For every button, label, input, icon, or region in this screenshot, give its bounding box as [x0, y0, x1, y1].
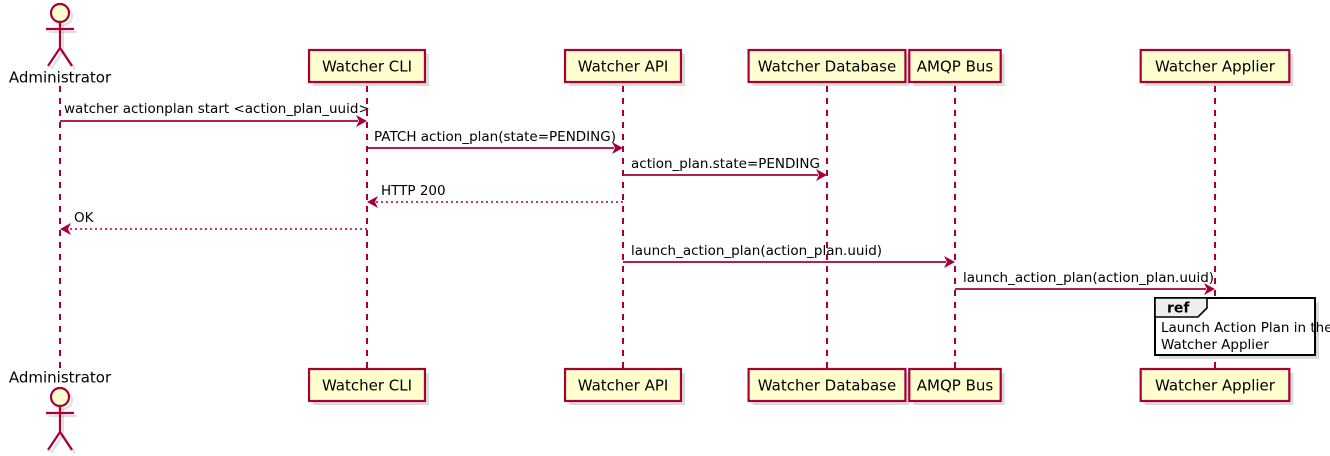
actor-leg-left-shadow: [50, 434, 64, 454]
participant-box-amqp-bus-top[interactable]: AMQP Bus: [908, 48, 1005, 86]
message-msg-state-pending[interactable]: action_plan.state=PENDING: [623, 156, 827, 181]
participant-box-rect: [307, 367, 427, 403]
messages-group: watcher actionplan start <action_plan_uu…: [60, 101, 1215, 295]
actor-head-icon: [49, 386, 71, 408]
message-msg-launch-bus-to-applier[interactable]: launch_action_plan(action_plan.uuid): [955, 270, 1215, 295]
actor-leg-left: [47, 47, 61, 67]
message-msg-ok[interactable]: OK: [60, 210, 367, 235]
message-msg-http-200[interactable]: HTTP 200: [367, 183, 623, 208]
participant-box-rect: [563, 367, 683, 403]
participant-label-watcher-applier: Watcher Applier: [1155, 377, 1276, 395]
fragment-body-line: Launch Action Plan in the: [1161, 320, 1330, 336]
actor-head-icon: [49, 2, 71, 24]
message-label: OK: [74, 210, 95, 226]
participant-box-rect: [908, 367, 1002, 403]
participant-label-watcher-database: Watcher Database: [758, 58, 896, 76]
participant-box-rect: [307, 48, 427, 84]
participant-label-watcher-api: Watcher API: [578, 58, 669, 76]
message-msg-actionplan-start[interactable]: watcher actionplan start <action_plan_uu…: [60, 101, 370, 127]
message-label: launch_action_plan(action_plan.uuid): [631, 243, 882, 259]
lifelines-group: [59, 86, 1216, 369]
message-arrowhead: [356, 115, 367, 127]
message-arrowhead: [612, 142, 623, 154]
message-msg-patch-action-plan[interactable]: PATCH action_plan(state=PENDING): [367, 129, 623, 154]
participant-box-watcher-applier-bottom[interactable]: Watcher Applier: [1139, 367, 1294, 405]
participant-box-rect: [563, 48, 683, 84]
participant-box-rect: [908, 48, 1002, 84]
actor-leg-left-shadow: [50, 50, 64, 70]
message-label: action_plan.state=PENDING: [631, 156, 820, 172]
participant-box-watcher-api-top[interactable]: Watcher API: [563, 48, 685, 86]
participant-box-watcher-cli-top[interactable]: Watcher CLI: [307, 48, 429, 86]
actor-leg-right: [59, 47, 73, 67]
participant-box-watcher-cli-bottom[interactable]: Watcher CLI: [307, 367, 429, 405]
message-arrowhead: [944, 256, 955, 268]
participant-box-watcher-database-top[interactable]: Watcher Database: [747, 48, 910, 86]
actor-administrator-top[interactable]: [46, 2, 77, 70]
participant-box-amqp-bus-bottom[interactable]: AMQP Bus: [908, 367, 1005, 405]
actor-label-administrator-top: Administrator: [9, 69, 112, 87]
message-arrowhead: [60, 223, 71, 235]
participant-box-rect: [747, 367, 907, 403]
message-label: watcher actionplan start <action_plan_uu…: [64, 101, 370, 117]
participant-box-rect: [747, 48, 907, 84]
participant-label-amqp-bus: AMQP Bus: [917, 58, 994, 76]
message-label: PATCH action_plan(state=PENDING): [374, 129, 616, 145]
participant-label-watcher-cli: Watcher CLI: [322, 58, 412, 76]
message-arrowhead: [367, 196, 378, 208]
message-arrowhead: [1204, 283, 1215, 295]
message-label: launch_action_plan(action_plan.uuid): [963, 270, 1214, 286]
actor-administrator-bottom[interactable]: [46, 386, 77, 454]
participant-box-rect: [1139, 367, 1291, 403]
participant-label-watcher-api: Watcher API: [578, 377, 669, 395]
participant-label-amqp-bus: AMQP Bus: [917, 377, 994, 395]
participant-box-rect: [1139, 48, 1291, 84]
participant-box-watcher-api-bottom[interactable]: Watcher API: [563, 367, 685, 405]
actor-label-administrator-bottom: Administrator: [9, 369, 112, 387]
message-arrowhead: [816, 169, 827, 181]
participant-label-watcher-applier: Watcher Applier: [1155, 58, 1276, 76]
actor-leg-right: [59, 431, 73, 451]
participant-box-watcher-database-bottom[interactable]: Watcher Database: [747, 367, 910, 405]
fragment-tab-label: ref: [1167, 301, 1190, 317]
message-msg-launch-api-to-bus[interactable]: launch_action_plan(action_plan.uuid): [623, 243, 955, 268]
fragment-body-line: Watcher Applier: [1161, 337, 1269, 353]
participant-label-watcher-cli: Watcher CLI: [322, 377, 412, 395]
participant-box-watcher-applier-top[interactable]: Watcher Applier: [1139, 48, 1294, 86]
participant-label-watcher-database: Watcher Database: [758, 377, 896, 395]
actor-leg-left: [47, 431, 61, 451]
message-label: HTTP 200: [381, 183, 446, 199]
fragment-tab: [1154, 297, 1208, 318]
